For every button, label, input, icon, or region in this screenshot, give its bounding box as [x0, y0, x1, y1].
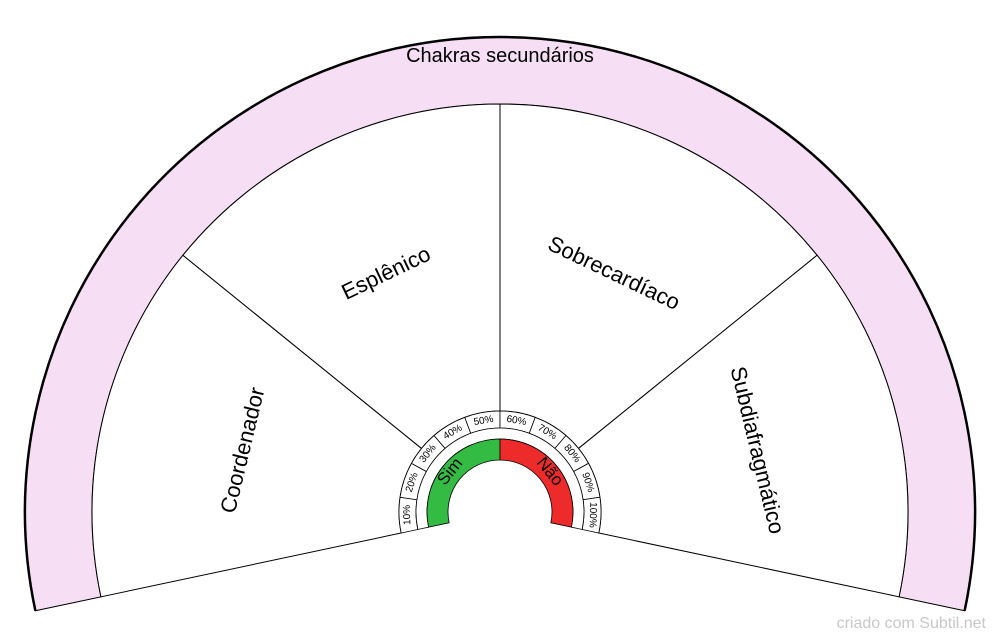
answer-band-2[interactable]	[499, 438, 574, 528]
percent-label: 100%	[587, 502, 599, 528]
footer-credit: criado com Subtil.net	[836, 615, 986, 632]
percent-label: 50%	[473, 414, 495, 428]
answer-band-1[interactable]	[426, 438, 501, 528]
percent-label: 10%	[402, 505, 414, 525]
outer-arc	[23, 35, 977, 612]
percent-label: 60%	[506, 414, 528, 428]
chart-title: Chakras secundários	[406, 45, 594, 67]
